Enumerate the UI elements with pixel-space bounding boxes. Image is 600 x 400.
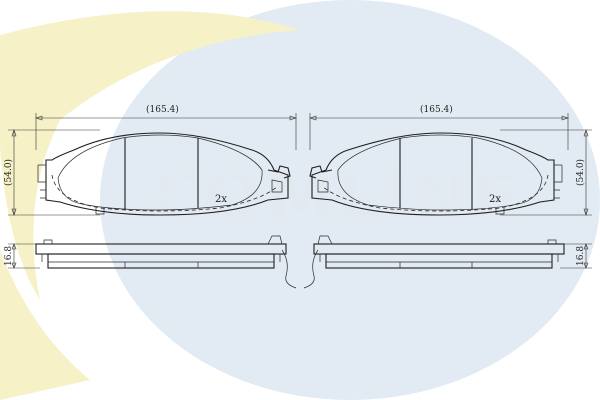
- watermark-yellow-arc: [0, 11, 300, 300]
- right-pad-side-view: 16.8: [303, 235, 592, 289]
- left-thickness-label: 16.8: [4, 246, 14, 266]
- left-pad-side-view: 16.8: [4, 235, 297, 289]
- watermark-yellow-lower: [0, 250, 90, 400]
- watermark-text: COMLINE: [150, 157, 522, 239]
- left-quantity-label: 2x: [215, 194, 227, 205]
- right-pad-front-view: (165.4) (54.0) 2x: [309, 104, 592, 216]
- right-height-label: (54.0): [575, 159, 586, 186]
- left-height-label: (54.0): [3, 159, 14, 186]
- right-width-label: (165.4): [420, 104, 453, 115]
- right-quantity-label: 2x: [489, 194, 501, 205]
- right-thickness-label: 16.8: [576, 246, 586, 266]
- watermark-blue-ellipse: [100, 0, 600, 400]
- left-width-label: (165.4): [146, 104, 179, 115]
- left-pad-front-view: (165.4) (54.0) 2x: [3, 104, 297, 216]
